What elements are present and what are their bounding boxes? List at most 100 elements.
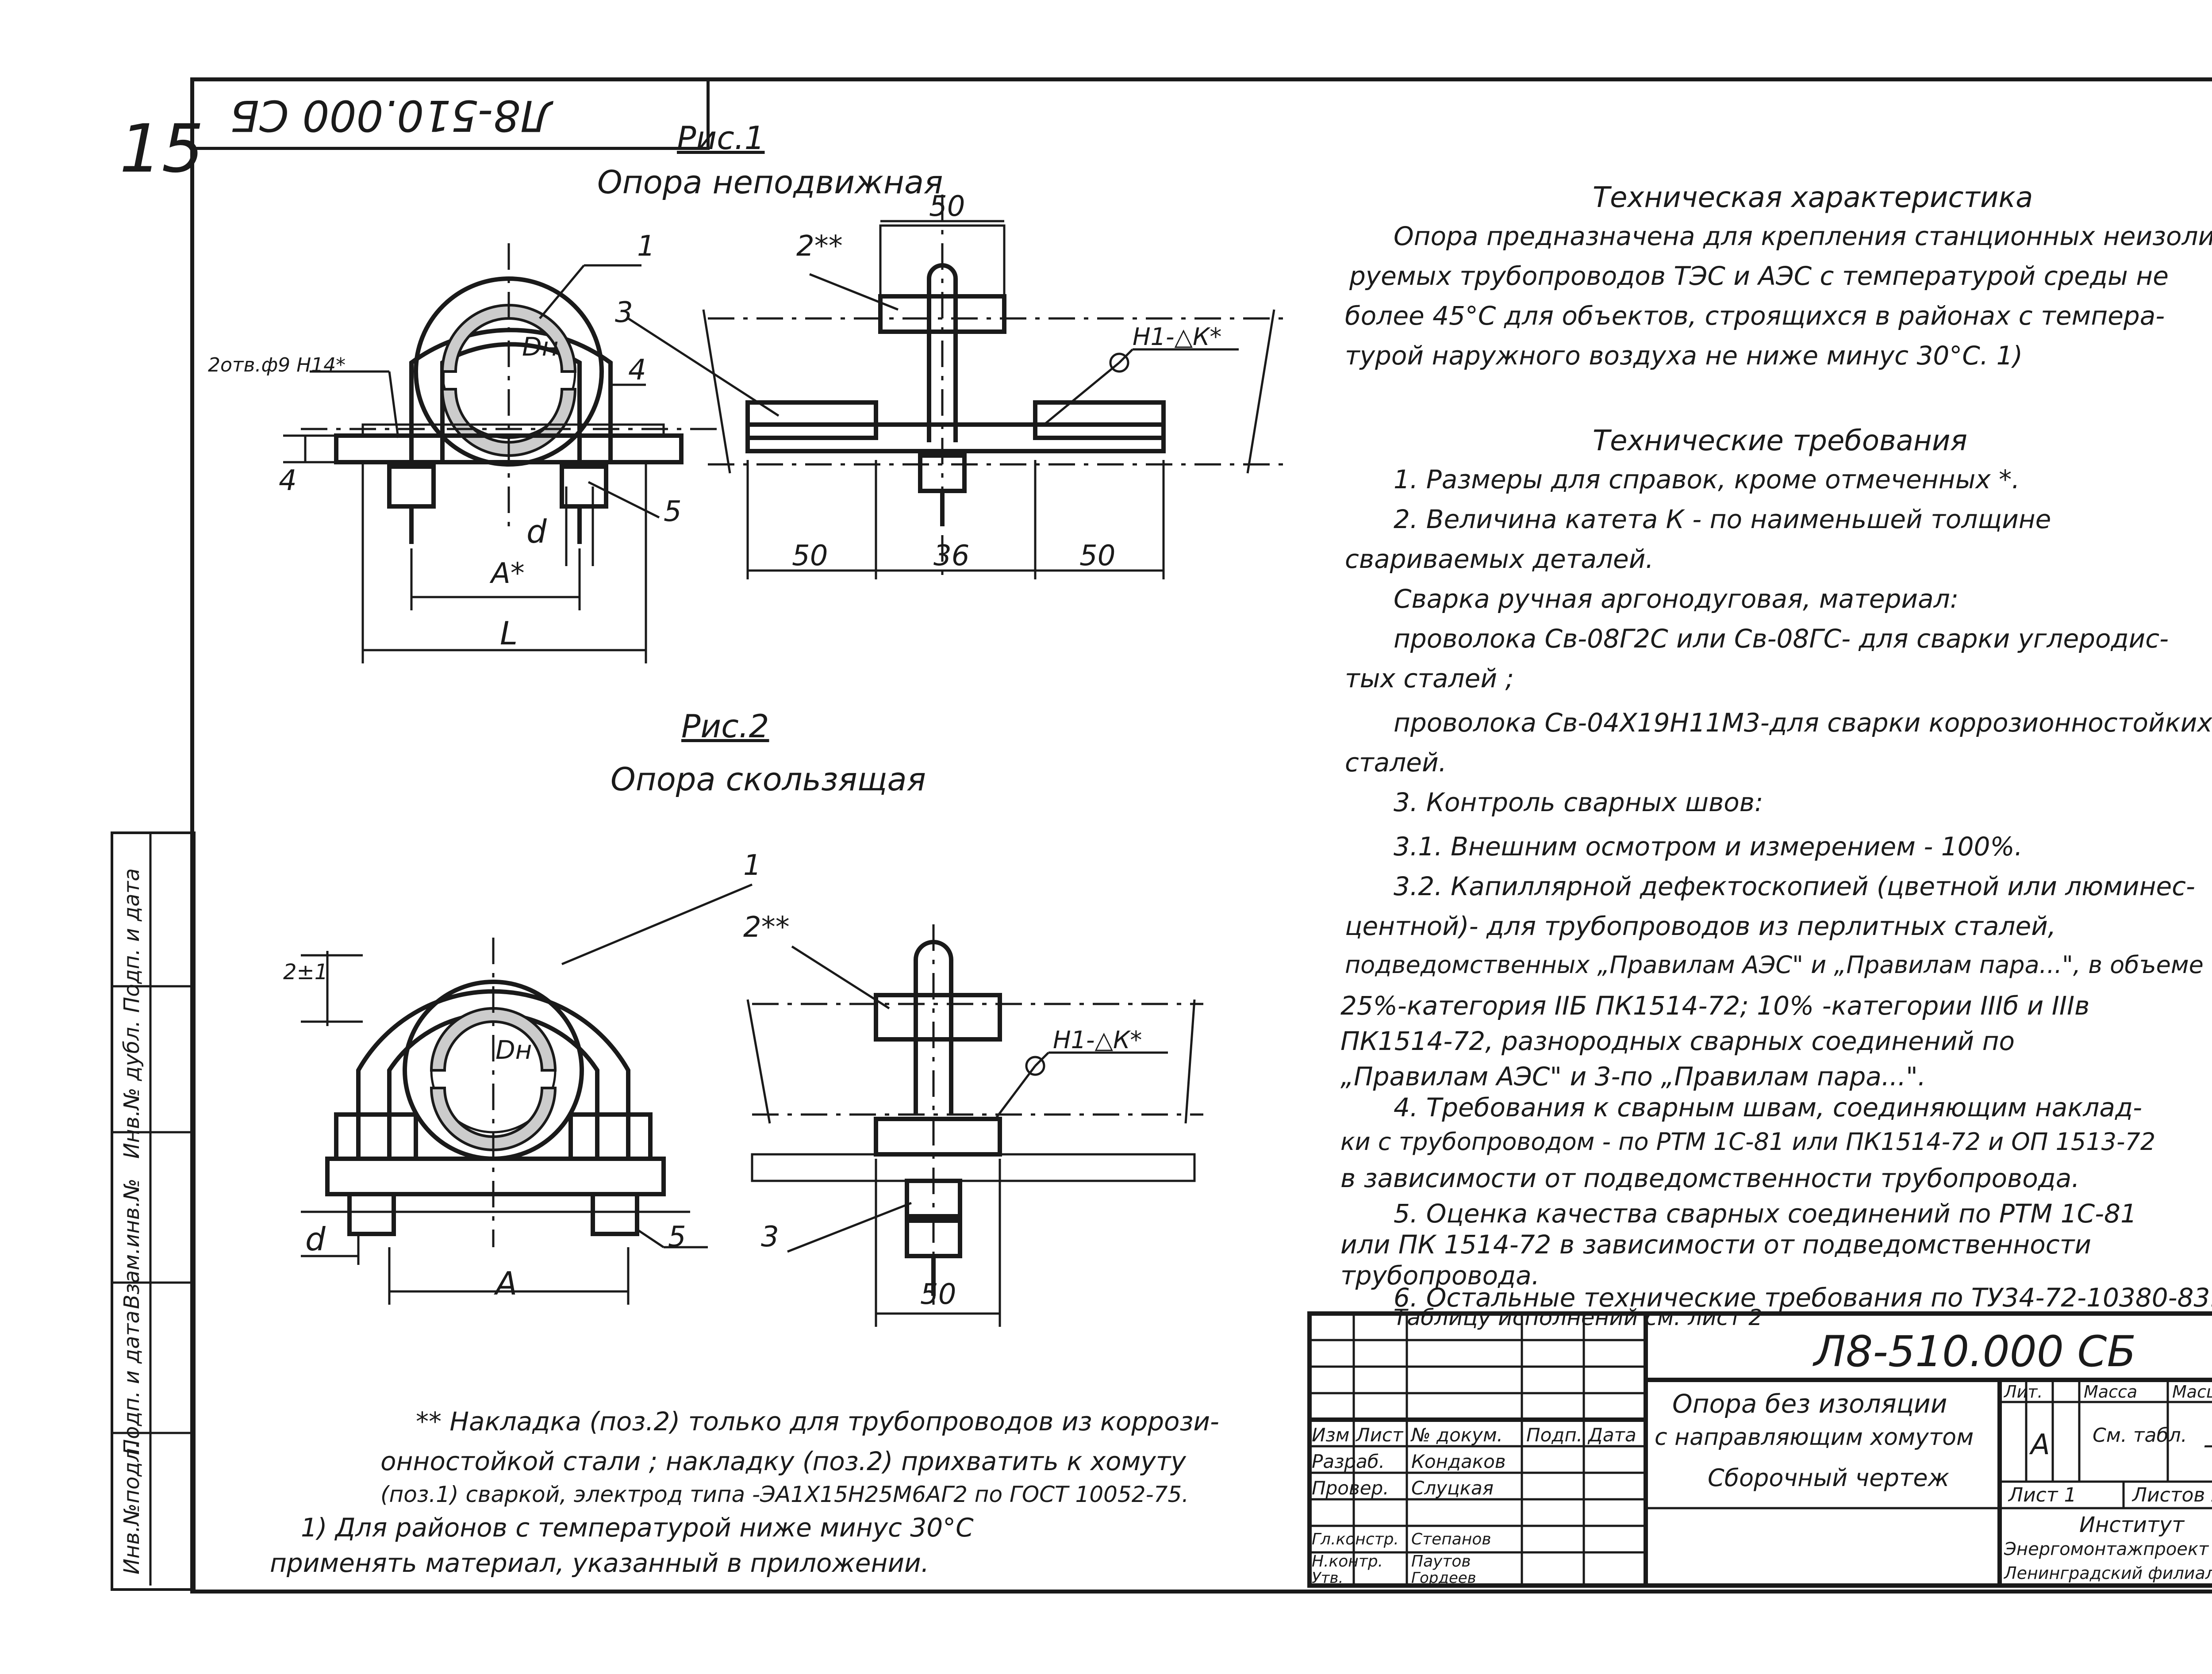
fig1-dim-l: L xyxy=(500,615,518,652)
tech-req-line-10: 3.1. Внешним осмотром и измерением - 100… xyxy=(1394,831,2023,862)
tb-name-2: Слуцкая xyxy=(1411,1477,1494,1499)
fig2-weld: Н1-△К* xyxy=(1053,1026,1142,1054)
tech-req-line-7: проволока Св-04Х19Н11М3-для сварки корро… xyxy=(1394,708,2212,738)
fig1-title: Рис.1 xyxy=(677,119,765,157)
tb-name-line-1: Опора без изоляции xyxy=(1672,1389,1947,1419)
tb-role-2: Провер. xyxy=(1312,1477,1389,1499)
title-block-grid xyxy=(1307,1311,2212,1588)
fig1-pos2: 2** xyxy=(796,230,843,263)
side-strip xyxy=(111,831,196,1591)
tech-char-line-3: более 45°С для объектов, строящихся в ра… xyxy=(1345,301,2165,331)
tech-req-line-9: 3. Контроль сварных швов: xyxy=(1394,787,1763,817)
tb-role-5: Утв. xyxy=(1312,1569,1344,1587)
tb-col-header-list: Лист xyxy=(1356,1424,1403,1446)
tb-col-header-date: Дата xyxy=(1588,1424,1636,1446)
tb-name-3: Степанов xyxy=(1411,1530,1491,1548)
fig1-dim-d: d xyxy=(526,513,547,550)
tech-req-title: Технические требования xyxy=(1593,425,1967,457)
footnote-line-4: 1) Для районов с температурой ниже минус… xyxy=(301,1513,974,1543)
tech-req-line-12: центной)- для трубопроводов из перлитных… xyxy=(1345,911,2056,941)
tech-req-line-21: или ПК 1514-72 в зависимости от подведом… xyxy=(1340,1230,2092,1260)
tb-mass-header: Масса xyxy=(2084,1382,2138,1402)
tb-sheets: Листов 2 xyxy=(2132,1484,2212,1506)
tech-req-line-6: тых сталей ; xyxy=(1345,663,1514,693)
tb-lit-header: Лит. xyxy=(2004,1382,2043,1402)
fig1-weld: Н1-△К* xyxy=(1133,323,1222,351)
tb-org-line-1: Институт xyxy=(2079,1513,2185,1537)
tech-req-line-15: ПК1514-72, разнородных сварных соединени… xyxy=(1340,1026,2015,1056)
tech-req-line-8: сталей. xyxy=(1345,747,1447,778)
fig2-pos1: 1 xyxy=(743,849,761,882)
tech-req-line-14: 25%-категория IIБ ПК1514-72; 10% -катего… xyxy=(1340,991,2090,1021)
tech-char-line-2: руемых трубопроводов ТЭС и АЭС с темпера… xyxy=(1349,261,2169,291)
tech-char-line-4: турой наружного воздуха не ниже минус 30… xyxy=(1345,341,2023,371)
tb-scale-value: — xyxy=(2203,1429,2212,1461)
tech-req-line-13: подведомственных „Правилам АЭС" и „Прави… xyxy=(1345,951,2204,979)
fig2-pos5: 5 xyxy=(668,1221,686,1253)
tech-req-line-3: свариваемых деталей. xyxy=(1345,544,1654,574)
fig1-dim-50-left: 50 xyxy=(792,540,828,572)
fig2-front-view xyxy=(301,883,753,1305)
drawing-frame xyxy=(190,77,2212,1594)
side-strip-dividers xyxy=(111,831,190,1586)
tech-req-line-4: Сварка ручная аргонодуговая, материал: xyxy=(1394,584,1959,614)
tech-req-line-18: ки с трубопроводом - по РТМ 1С-81 или ПК… xyxy=(1340,1128,2156,1156)
fig2-dn: Dн xyxy=(495,1035,532,1065)
tb-lit-value: А xyxy=(2031,1429,2050,1461)
fig1-dn: Dн xyxy=(522,332,559,362)
fig1-front-view xyxy=(283,243,717,663)
tech-req-line-24: Таблицу исполнений см. лист 2 xyxy=(1394,1305,1763,1330)
fig2-dim-2: 2±1 xyxy=(283,960,328,984)
tb-org-line-2: Энергомонтажпроект xyxy=(2004,1539,2209,1559)
fig1-subtitle: Опора неподвижная xyxy=(597,164,943,201)
fig1-pos3: 3 xyxy=(615,296,633,329)
fig1-dim-a: A* xyxy=(491,557,525,590)
fig2-dim-a: A xyxy=(495,1265,518,1302)
fig1-pos1: 1 xyxy=(637,230,655,263)
fig1-dim-4: 4 xyxy=(279,464,297,497)
tech-req-line-20: 5. Оценка качества сварных соединений по… xyxy=(1394,1199,2137,1229)
fig2-pos2: 2** xyxy=(743,911,790,944)
page-number-left: 15 xyxy=(119,111,204,188)
footnote-line-3: (поз.1) сваркой, электрод типа -ЭА1Х15Н2… xyxy=(380,1482,1189,1507)
tb-designation: Л8-510.000 СБ xyxy=(1814,1327,2136,1376)
tb-sheet: Лист 1 xyxy=(2008,1484,2077,1506)
top-stamp-box xyxy=(190,77,710,150)
tb-role-1: Разраб. xyxy=(1312,1451,1385,1472)
tb-mass-value: См. табл. xyxy=(2093,1424,2187,1447)
tech-req-line-22: трубопровода. xyxy=(1340,1260,1540,1291)
fig2-title: Рис.2 xyxy=(681,708,769,745)
tb-name-4: Паутов xyxy=(1411,1552,1471,1571)
fig2-subtitle: Опора скользящая xyxy=(611,761,926,798)
fig2-dim-50: 50 xyxy=(920,1278,956,1311)
tb-org-line-3: Ленинградский филиал xyxy=(2004,1563,2212,1583)
tb-col-header-sign: Подп. xyxy=(1526,1424,1583,1446)
tb-role-4: Н.контр. xyxy=(1312,1552,1383,1571)
tb-name-line-3: Сборочный чертеж xyxy=(1708,1464,1950,1492)
footnote-line-5: применять материал, указанный в приложен… xyxy=(270,1548,929,1578)
tech-char-line-1: Опора предназначена для крепления станци… xyxy=(1394,221,2212,251)
fig1-dim-36: 36 xyxy=(933,540,970,572)
fig1-pos4: 4 xyxy=(628,354,646,387)
fig1-dim-50-right: 50 xyxy=(1079,540,1116,572)
footnote-line-2: онностойкой стали ; накладку (поз.2) при… xyxy=(380,1446,1186,1476)
tb-name-5: Гордеев xyxy=(1411,1569,1476,1587)
tech-char-title: Техническая характеристика xyxy=(1593,181,2033,214)
tech-req-line-1: 1. Размеры для справок, кроме отмеченных… xyxy=(1394,464,2020,494)
tb-name-1: Кондаков xyxy=(1411,1451,1506,1472)
fig2-pos3: 3 xyxy=(761,1221,779,1253)
tb-col-header-doc: № докум. xyxy=(1411,1424,1503,1446)
fig1-holes: 2отв.ф9 Н14* xyxy=(208,354,346,376)
fig1-side-view xyxy=(627,195,1283,579)
tech-req-line-11: 3.2. Капиллярной дефектоскопией (цветной… xyxy=(1394,871,2195,901)
tech-req-line-16: „Правилам АЭС" и 3-по „Правилам пара..."… xyxy=(1340,1061,1926,1092)
tech-req-line-23: 6. Остальные технические требования по Т… xyxy=(1394,1283,2212,1313)
tb-scale-header: Масштаб xyxy=(2172,1382,2212,1402)
fig1-dim-50-top: 50 xyxy=(929,190,965,223)
tech-req-line-17: 4. Требования к сварным швам, соединяющи… xyxy=(1394,1092,2142,1122)
tb-name-line-2: с направляющим хомутом xyxy=(1655,1424,1974,1451)
fig2-dim-d: d xyxy=(305,1221,326,1258)
tech-req-line-19: в зависимости от подведомственности труб… xyxy=(1340,1163,2080,1193)
tb-col-header-izm: Изм xyxy=(1312,1424,1350,1446)
